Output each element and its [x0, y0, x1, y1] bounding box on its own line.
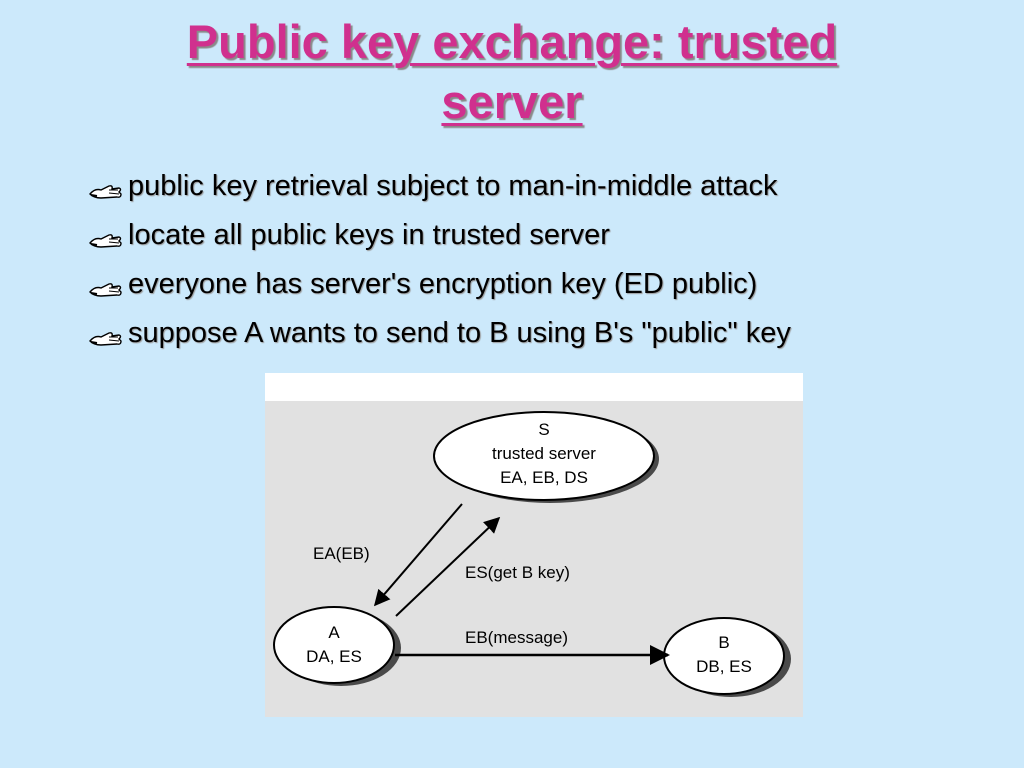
node-a-keys: DA, ES: [306, 647, 362, 666]
node-b-label: B: [718, 633, 729, 652]
node-a-ellipse: [273, 606, 395, 684]
server-node-keys: EA, EB, DS: [500, 468, 588, 487]
arrow-server-to-a-label: EA(EB): [313, 544, 370, 563]
hand-pointer-icon: [89, 184, 122, 199]
hand-pointer-icon: [89, 331, 122, 346]
node-a: A DA, ES: [273, 606, 401, 686]
key-exchange-diagram: S trusted server EA, EB, DS A DA, ES B D…: [265, 373, 803, 717]
hand-pointer-icon: [89, 282, 122, 297]
bullet-text: suppose A wants to send to B using B's "…: [128, 317, 791, 349]
node-b-ellipse: [663, 617, 785, 695]
figure-top-strip: [265, 373, 803, 401]
server-node-name: trusted server: [492, 444, 596, 463]
bullet-text: public key retrieval subject to man-in-m…: [128, 170, 778, 202]
hand-pointer-icon: [89, 233, 122, 248]
arrow-a-to-server-label: ES(get B key): [465, 563, 570, 582]
slide-title: Public key exchange: trusted server: [0, 12, 1024, 132]
bullet-item: public key retrieval subject to man-in-m…: [88, 162, 791, 211]
slide-title-line-1: Public key exchange: trusted: [186, 15, 838, 68]
bullet-list: public key retrieval subject to man-in-m…: [88, 162, 791, 358]
arrow-a-to-server: [395, 516, 501, 617]
server-node: S trusted server EA, EB, DS: [433, 411, 659, 503]
arrow-server-to-a: [373, 503, 463, 607]
bullet-text: locate all public keys in trusted server: [128, 219, 610, 251]
arrow-a-to-b-label: EB(message): [465, 628, 568, 647]
bullet-item: locate all public keys in trusted server: [88, 211, 791, 260]
slide-title-line-2: server: [441, 75, 583, 128]
bullet-item: everyone has server's encryption key (ED…: [88, 260, 791, 309]
server-node-label: S: [538, 420, 549, 439]
server-node-ellipse: [433, 411, 655, 501]
node-b-keys: DB, ES: [696, 657, 752, 676]
node-a-label: A: [328, 623, 340, 642]
bullet-text: everyone has server's encryption key (ED…: [128, 268, 758, 300]
bullet-item: suppose A wants to send to B using B's "…: [88, 309, 791, 358]
